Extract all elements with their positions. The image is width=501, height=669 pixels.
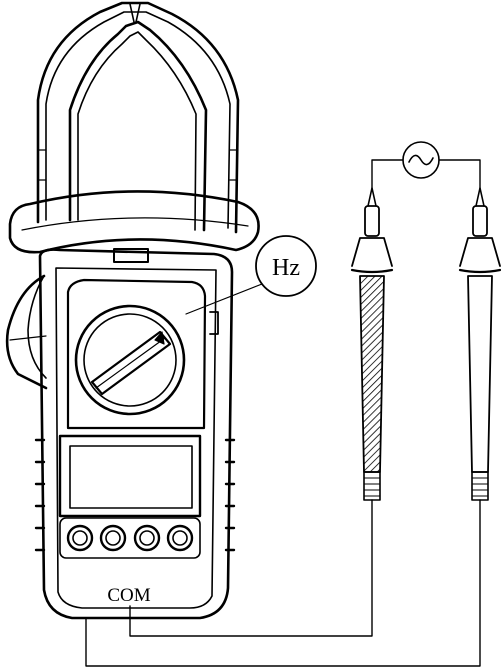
hz-callout	[185, 235, 317, 315]
meter-body	[34, 248, 236, 620]
wiring	[85, 159, 481, 667]
clamp-jaws	[36, 1, 240, 234]
com-label: COM	[107, 585, 150, 606]
jack-3	[133, 524, 161, 552]
input-jacks	[59, 517, 201, 559]
jack-2	[99, 524, 127, 552]
jack-4	[166, 524, 194, 552]
hz-label: Hz	[272, 255, 300, 281]
rotary-dial[interactable]	[74, 304, 186, 416]
test-lead-left	[350, 187, 394, 501]
jack-1	[66, 524, 94, 552]
ac-source-icon	[402, 141, 440, 179]
lcd-display	[58, 434, 202, 518]
test-lead-right	[458, 187, 501, 501]
